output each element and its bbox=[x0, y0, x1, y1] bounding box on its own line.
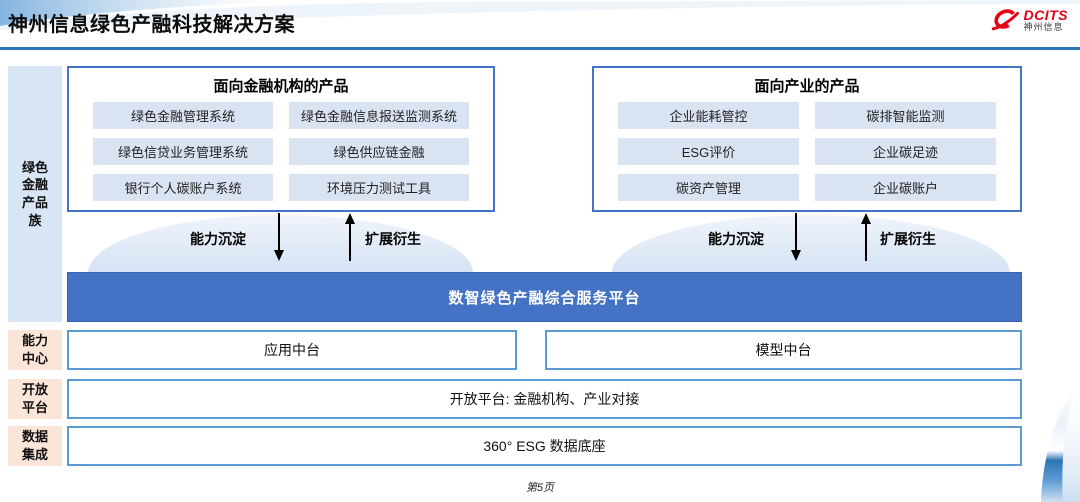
product-chip: 绿色供应链金融 bbox=[289, 138, 469, 165]
product-chip: 企业能耗管控 bbox=[618, 102, 799, 129]
company-logo: DCITS 神州信息 bbox=[990, 6, 1069, 34]
platform-banner: 数智绿色产融综合服务平台 bbox=[67, 272, 1022, 322]
model-center-box: 模型中台 bbox=[545, 330, 1022, 370]
flow-label-capability: 能力沉淀 bbox=[708, 231, 764, 247]
industry-products-title: 面向产业的产品 bbox=[754, 78, 860, 95]
sidebar-label-data-integration: 数据集成 bbox=[8, 426, 62, 466]
page-title: 神州信息绿色产融科技解决方案 bbox=[8, 14, 295, 36]
product-chip: 银行个人碳账户系统 bbox=[93, 174, 273, 201]
page-number: 第5页 bbox=[525, 482, 555, 494]
flow-label-capability: 能力沉淀 bbox=[190, 231, 246, 247]
sidebar-label-capability-center: 能力中心 bbox=[8, 330, 62, 370]
product-chip: 企业碳足迹 bbox=[815, 138, 996, 165]
product-chip: 绿色金融信息报送监测系统 bbox=[289, 102, 469, 129]
logo-brand-cn-text: 神州信息 bbox=[1023, 21, 1064, 32]
product-chip: 企业碳账户 bbox=[815, 174, 996, 201]
sidebar-label-product-family: 绿色金融产品族 bbox=[8, 66, 62, 322]
flow-label-extension: 扩展衍生 bbox=[365, 231, 421, 247]
up-arrow-icon bbox=[861, 213, 871, 261]
sidebar-label-open-platform: 开放平台 bbox=[8, 379, 62, 419]
down-arrow-icon bbox=[791, 213, 801, 261]
product-chip: 绿色信贷业务管理系统 bbox=[93, 138, 273, 165]
flow-label-extension: 扩展衍生 bbox=[880, 231, 936, 247]
data-base-box: 360° ESG 数据底座 bbox=[67, 426, 1022, 466]
product-chip: 碳资产管理 bbox=[618, 174, 799, 201]
title-divider bbox=[0, 47, 1080, 50]
up-arrow-icon bbox=[345, 213, 355, 261]
finance-products-title: 面向金融机构的产品 bbox=[213, 78, 349, 95]
finance-products-box: 面向金融机构的产品 绿色金融管理系统 绿色金融信息报送监测系统 绿色信贷业务管理… bbox=[67, 66, 495, 212]
product-chip: 绿色金融管理系统 bbox=[93, 102, 273, 129]
product-chip: 环境压力测试工具 bbox=[289, 174, 469, 201]
open-platform-box: 开放平台: 金融机构、产业对接 bbox=[67, 379, 1022, 419]
product-chip: ESG评价 bbox=[618, 138, 799, 165]
down-arrow-icon bbox=[274, 213, 284, 261]
app-center-box: 应用中台 bbox=[67, 330, 517, 370]
dcits-swoosh-icon bbox=[991, 9, 1019, 31]
dome-decoration bbox=[612, 215, 1010, 273]
product-chip: 碳排智能监测 bbox=[815, 102, 996, 129]
industry-products-box: 面向产业的产品 企业能耗管控 碳排智能监测 ESG评价 企业碳足迹 碳资产管理 … bbox=[592, 66, 1022, 212]
logo-brand-text: DCITS bbox=[1023, 6, 1068, 23]
